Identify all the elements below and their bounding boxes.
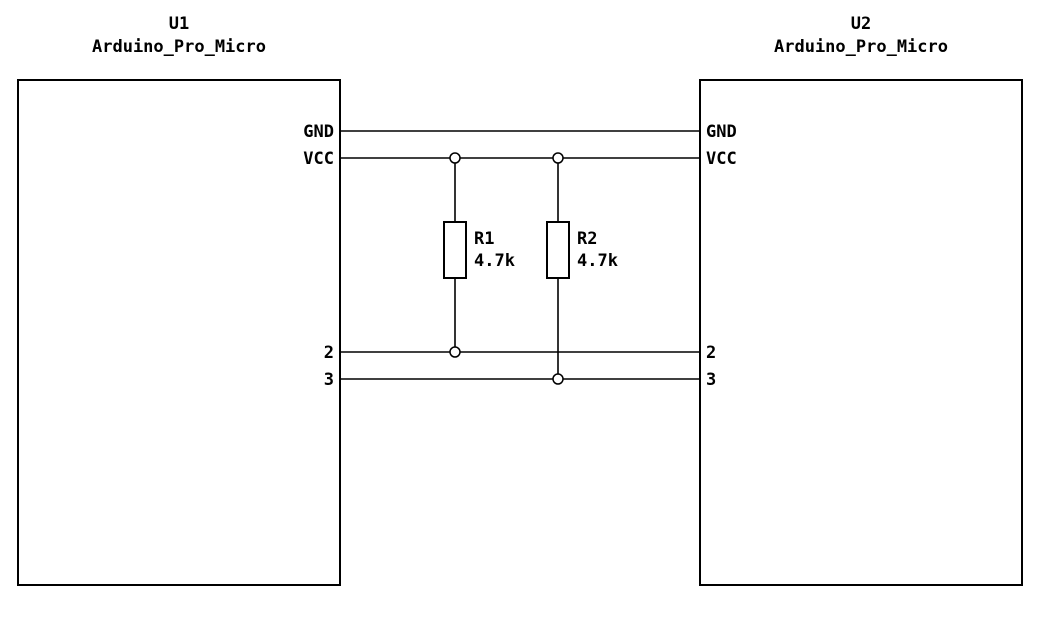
r1-body[interactable] — [443, 221, 467, 279]
component-u1[interactable]: U1 Arduino_Pro_Micro GND VCC 2 3 — [17, 14, 341, 586]
r1-ref-label: R1 — [474, 229, 494, 249]
u1-pin-2-label: 2 — [324, 343, 334, 363]
u2-value-label: Arduino_Pro_Micro — [774, 37, 948, 57]
junctions — [449, 152, 564, 385]
net-wires — [340, 130, 700, 380]
u2-pin-vcc-label: VCC — [706, 149, 737, 169]
r2-ref-label: R2 — [577, 229, 597, 249]
u2-body[interactable] — [699, 79, 1023, 586]
component-r1[interactable]: R1 4.7k — [443, 158, 515, 352]
u2-pin-2-label: 2 — [706, 343, 716, 363]
u2-ref-label: U2 — [851, 14, 871, 34]
u1-pin-3-label: 3 — [324, 370, 334, 390]
junction-r1-pin2[interactable] — [449, 346, 461, 358]
component-u2[interactable]: U2 Arduino_Pro_Micro GND VCC 2 3 — [699, 14, 1023, 586]
junction-r2-pin3[interactable] — [552, 373, 564, 385]
u1-body[interactable] — [17, 79, 341, 586]
u1-value-label: Arduino_Pro_Micro — [92, 37, 266, 57]
junction-r2-vcc[interactable] — [552, 152, 564, 164]
junction-r1-vcc[interactable] — [449, 152, 461, 164]
u1-pin-vcc-label: VCC — [303, 149, 334, 169]
u2-pin-gnd-label: GND — [706, 122, 737, 142]
component-r2[interactable]: R2 4.7k — [546, 158, 618, 379]
u1-ref-label: U1 — [169, 14, 189, 34]
u2-pin-3-label: 3 — [706, 370, 716, 390]
u1-pin-gnd-label: GND — [303, 122, 334, 142]
r2-value-label: 4.7k — [577, 251, 618, 271]
r2-body[interactable] — [546, 221, 570, 279]
r1-value-label: 4.7k — [474, 251, 515, 271]
